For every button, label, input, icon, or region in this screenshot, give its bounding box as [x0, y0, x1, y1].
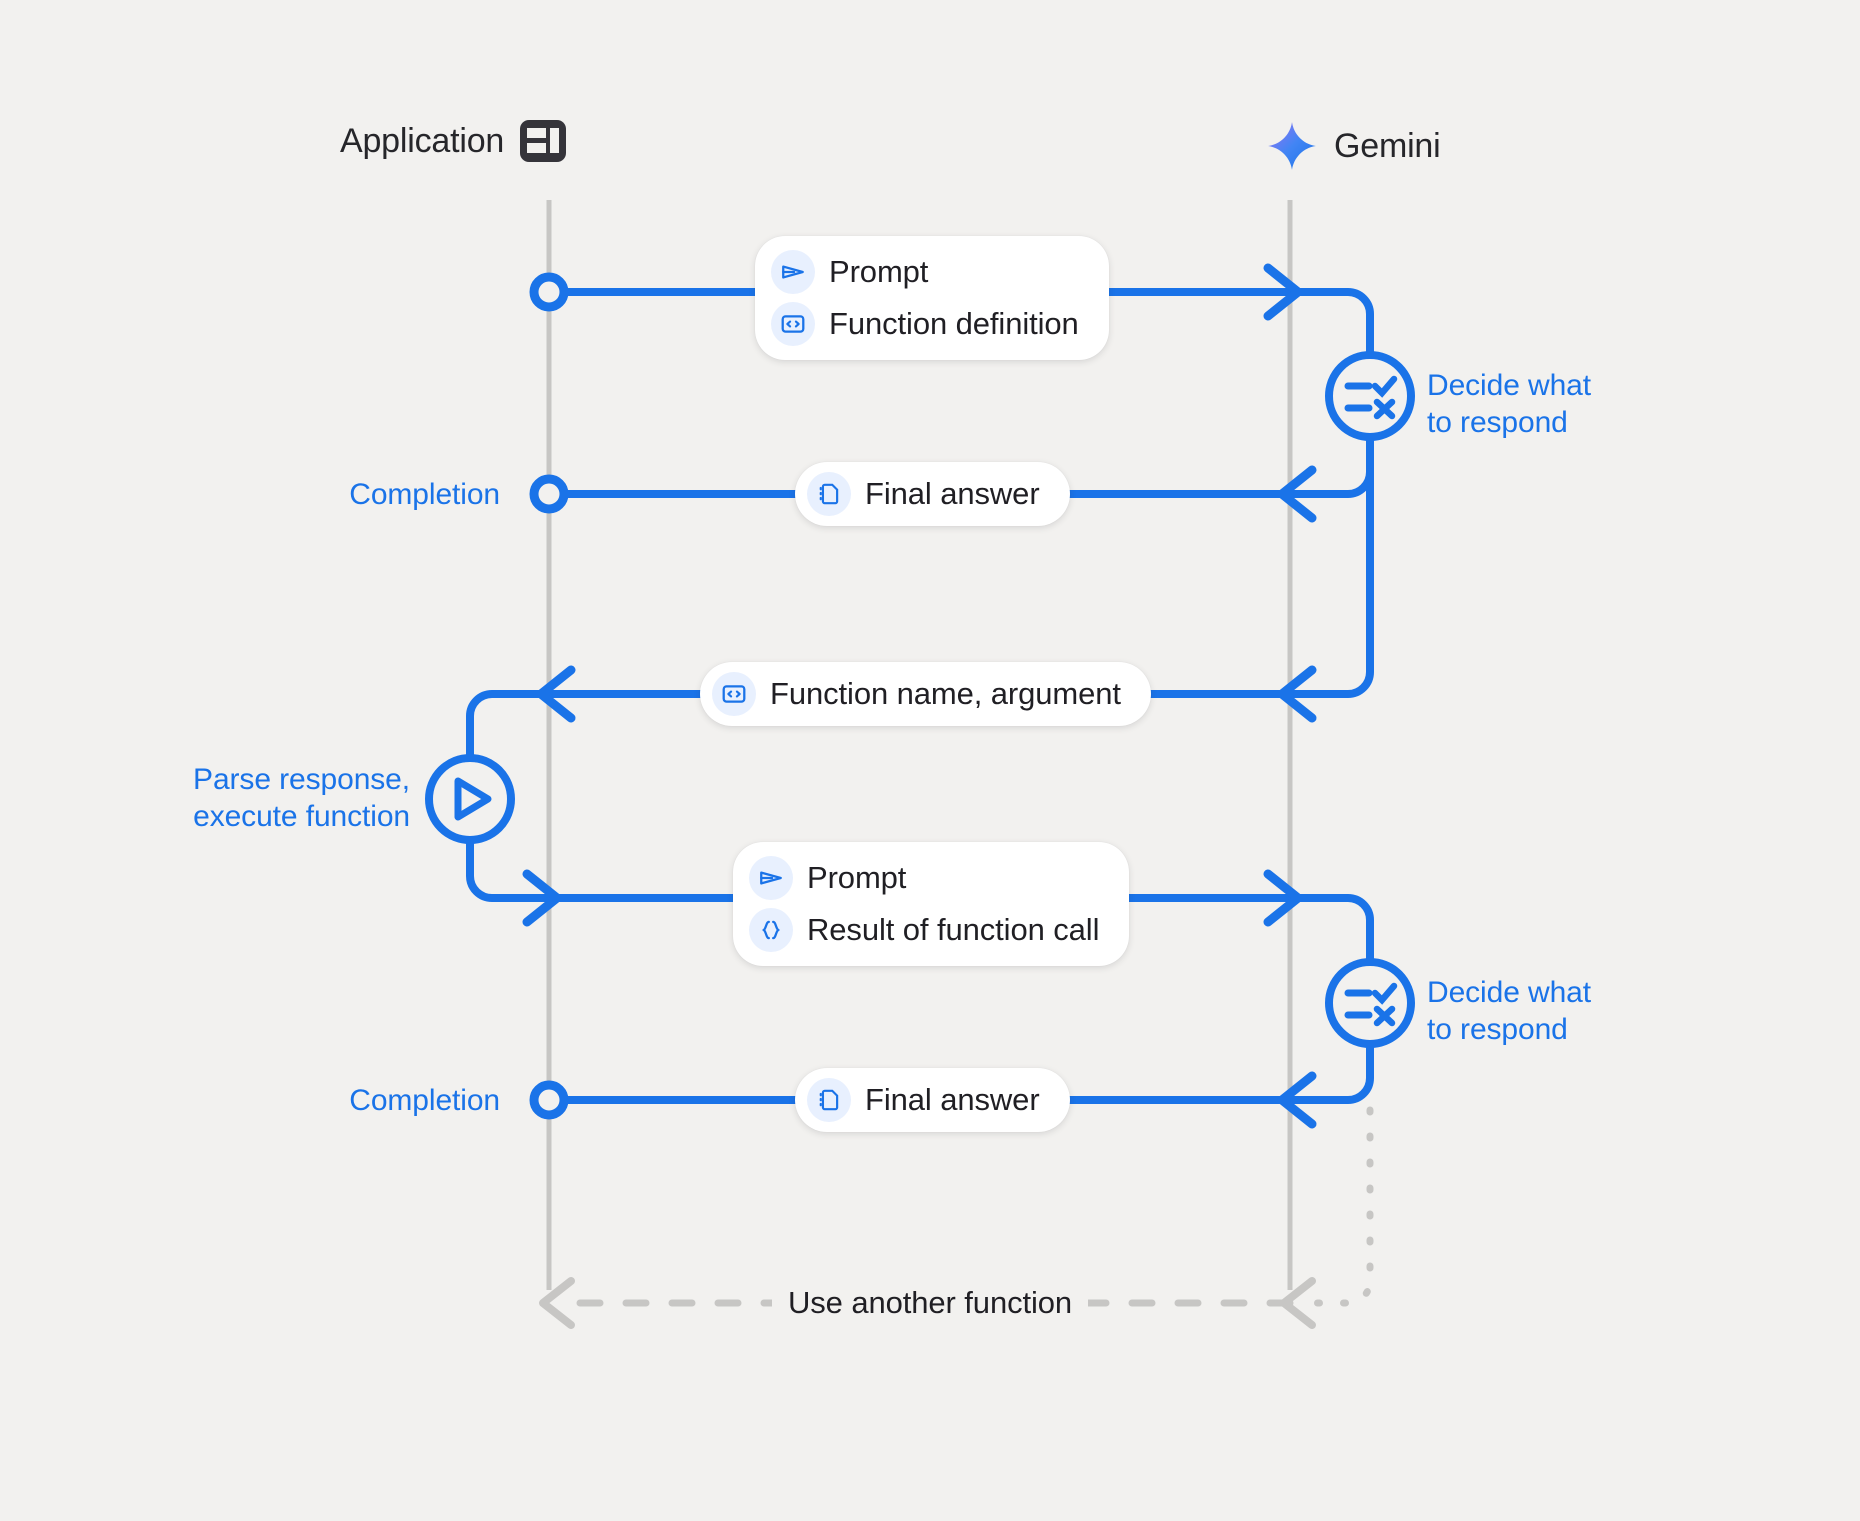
annotation-completion-1: Completion: [349, 478, 500, 511]
document-icon: [807, 1078, 851, 1122]
app-window-icon: [520, 120, 567, 162]
lane-header-gemini: Gemini: [1266, 120, 1441, 172]
document-icon: [807, 472, 851, 516]
annotation-parse-execute: Parse response, execute function: [193, 763, 410, 833]
annotation-decide-1: Decide what to respond: [1427, 369, 1591, 439]
completion-node-icon-1: [529, 474, 569, 514]
start-node-icon: [529, 272, 569, 312]
message-card-request-1[interactable]: Prompt Function definition: [755, 236, 1109, 360]
card-label: Function name, argument: [770, 675, 1121, 711]
completion-node-icon-2: [529, 1080, 569, 1120]
decide-checklist-icon-1: [1325, 351, 1415, 441]
message-card-response-2[interactable]: Function name, argument: [700, 662, 1151, 726]
lane-header-application: Application: [340, 120, 567, 162]
message-card-response-3[interactable]: Final answer: [795, 1068, 1070, 1132]
gemini-sparkle-icon: [1268, 122, 1316, 170]
play-triangle-icon-node: [425, 754, 515, 844]
card-label: Prompt: [807, 859, 907, 895]
wire-request-2: [1263, 869, 1374, 966]
message-card-response-1[interactable]: Final answer: [795, 462, 1070, 526]
lane-title-application: Application: [340, 121, 505, 160]
lane-title-gemini: Gemini: [1334, 126, 1441, 165]
card-row-function-result: Result of function call: [749, 908, 1099, 952]
card-row-final-answer: Final answer: [807, 472, 1040, 516]
message-card-request-2[interactable]: Prompt Result of function call: [733, 842, 1130, 966]
send-triangle-icon: [749, 856, 793, 900]
card-label: Prompt: [829, 253, 929, 289]
card-row-function-definition: Function definition: [771, 302, 1079, 346]
annotation-completion-2: Completion: [349, 1084, 500, 1117]
decide-checklist-icon-2: [1325, 958, 1415, 1048]
card-row-prompt: Prompt: [771, 250, 1079, 294]
card-label: Final answer: [865, 475, 1040, 511]
card-row-function-call: Function name, argument: [712, 672, 1121, 716]
card-label: Function definition: [829, 305, 1079, 341]
card-row-final-answer: Final answer: [807, 1078, 1040, 1122]
loop-label-use-another-function: Use another function: [772, 1285, 1089, 1321]
card-label: Final answer: [865, 1081, 1040, 1117]
code-brackets-icon: [771, 302, 815, 346]
code-brackets-icon: [712, 672, 756, 716]
annotation-decide-2: Decide what to respond: [1427, 976, 1591, 1046]
card-row-prompt: Prompt: [749, 856, 1099, 900]
card-label: Result of function call: [807, 911, 1100, 947]
send-triangle-icon: [771, 250, 815, 294]
curly-braces-icon: [749, 908, 793, 952]
